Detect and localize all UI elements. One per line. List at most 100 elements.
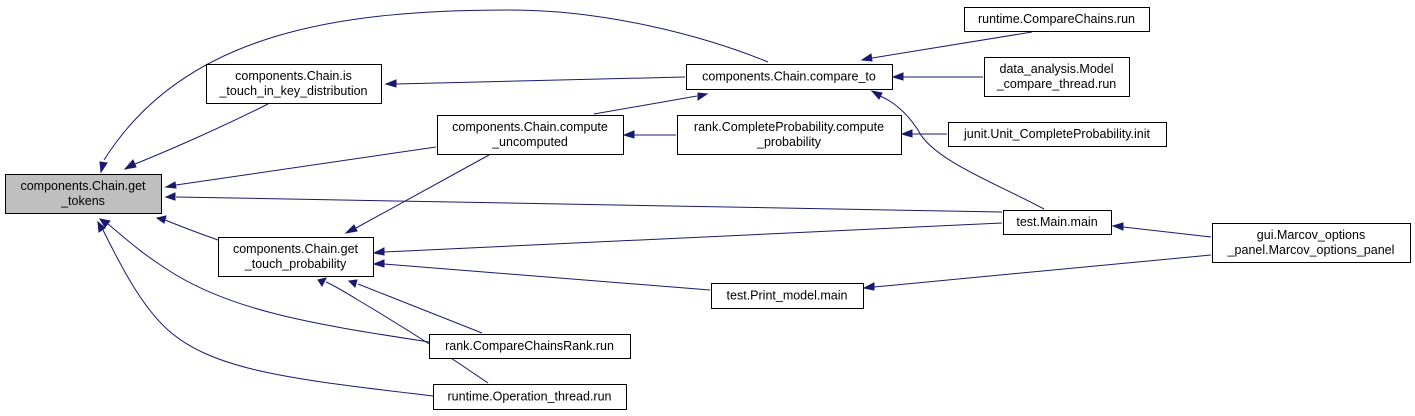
edge-rank_comparechainsrank-to-get_touch_probability — [347, 279, 483, 334]
node-compare-to[interactable]: components.Chain.compare_to — [686, 64, 893, 90]
node-box — [437, 115, 624, 155]
node-label-line: _uncomputed — [491, 135, 568, 149]
edge-compare_to-to-is_touch — [384, 76, 686, 88]
edge-test_main-to-get_touch_probability — [372, 222, 1003, 256]
edge-compute_uncomputed-to-get_tokens — [164, 146, 437, 189]
edge-rank_completeprobability-to-compute_uncomputed — [622, 130, 676, 139]
node-runtime-comparechains[interactable]: runtime.CompareChains.run — [964, 7, 1150, 32]
edge-is_touch-to-get_tokens — [123, 103, 269, 170]
node-label-line: _tokens — [60, 194, 105, 208]
node-get-touch-probability[interactable]: components.Chain.get_touch_probability — [218, 237, 374, 277]
edge-line — [134, 103, 269, 165]
edge-gui_marcov-to-test_print_model — [862, 254, 1212, 291]
node-label-line: junit.Unit_CompleteProbability.init — [963, 127, 1150, 141]
edge-rank_comparechainsrank-to-get_tokens — [98, 218, 430, 343]
node-is-touch[interactable]: components.Chain.is_touch_in_key_distrib… — [206, 64, 382, 104]
edge-data_analysis_model-to-compare_to — [891, 72, 983, 81]
node-label-line: _compare_thread.run — [996, 77, 1117, 91]
arrowhead-icon — [697, 92, 709, 101]
node-test-print-model[interactable]: test.Print_model.main — [711, 283, 864, 309]
node-junit-init[interactable]: junit.Unit_CompleteProbability.init — [948, 122, 1167, 147]
edge-line — [102, 229, 434, 397]
edge-test_print_model-to-get_touch_probability — [372, 259, 711, 291]
node-label-line: test.Print_model.main — [727, 289, 848, 303]
node-box — [206, 64, 382, 104]
arrowhead-icon — [347, 279, 358, 288]
node-label-line: components.Chain.compute — [452, 120, 608, 134]
edge-gui_marcov-to-test_main — [1111, 222, 1212, 238]
node-box — [1212, 223, 1411, 263]
node-test-main[interactable]: test.Main.main — [1003, 210, 1112, 235]
node-rank-completeprobability[interactable]: rank.CompleteProbability.compute_probabi… — [677, 115, 902, 155]
arrowhead-icon — [372, 259, 385, 268]
node-gui-marcov[interactable]: gui.Marcov_options_panel.Marcov_options_… — [1212, 223, 1411, 263]
node-label-line: components.Chain.compare_to — [702, 70, 876, 84]
edge-line — [164, 219, 219, 241]
arrowhead-icon — [97, 220, 106, 233]
node-label-line: _probability — [756, 135, 822, 149]
edge-runtime_operation_thread-to-get_tokens — [97, 220, 434, 397]
node-label-line: components.Chain.is — [235, 69, 352, 83]
edge-line — [383, 263, 711, 291]
node-runtime-operation-thread[interactable]: runtime.Operation_thread.run — [433, 384, 627, 410]
edge-line — [395, 76, 686, 85]
arrowhead-icon — [164, 192, 176, 201]
node-compute-uncomputed[interactable]: components.Chain.compute_uncomputed — [437, 115, 624, 155]
edge-line — [175, 196, 1003, 213]
edge-compare_to-to-get_tokens — [99, 9, 769, 174]
node-label-line: rank.CompleteProbability.compute — [694, 120, 884, 134]
node-box — [711, 283, 864, 309]
arrowhead-icon — [384, 79, 397, 88]
node-box — [218, 237, 374, 277]
edge-line — [107, 223, 430, 343]
node-label-line: _touch_probability — [244, 257, 347, 271]
node-data-analysis-model[interactable]: data_analysis.Model_compare_thread.run — [984, 57, 1130, 97]
edge-junit_init-to-rank_completeprobability — [900, 129, 947, 138]
node-label-line: runtime.CompareChains.run — [978, 12, 1135, 26]
edge-runtime_comparechains-to-compare_to — [860, 31, 1033, 62]
node-box — [5, 174, 162, 214]
node-box — [984, 57, 1130, 97]
node-box — [964, 7, 1150, 32]
arrowhead-icon — [123, 159, 137, 170]
node-box — [433, 384, 627, 410]
node-label-line: test.Main.main — [1016, 215, 1097, 229]
edges-layer — [97, 9, 1212, 397]
nodes-layer: components.Chain.get_tokenscomponents.Ch… — [5, 7, 1411, 410]
node-box — [1003, 210, 1112, 235]
edge-line — [325, 281, 489, 384]
arrowhead-icon — [164, 181, 177, 189]
arrowhead-icon — [862, 282, 875, 291]
node-rank-comparechainsrank[interactable]: rank.CompareChainsRank.run — [429, 334, 631, 359]
node-label-line: _touch_in_key_distribution — [218, 84, 367, 98]
edge-line — [357, 283, 483, 334]
node-label-line: components.Chain.get — [233, 242, 359, 256]
edge-line — [355, 154, 490, 229]
arrowhead-icon — [900, 129, 913, 138]
edge-test_main-to-compare_to — [870, 90, 1045, 210]
node-get-tokens[interactable]: components.Chain.get_tokens — [5, 174, 162, 214]
edge-line — [383, 222, 1003, 253]
edge-compute_uncomputed-to-compare_to — [593, 92, 709, 115]
node-box — [677, 115, 902, 155]
node-box — [686, 64, 893, 90]
edge-line — [593, 95, 698, 115]
arrowhead-icon — [1111, 222, 1124, 231]
edge-line — [871, 31, 1033, 59]
edge-line — [175, 146, 437, 186]
edge-get_touch_probability-to-get_tokens — [155, 215, 219, 241]
edge-line — [879, 95, 1045, 210]
arrowhead-icon — [99, 161, 108, 174]
edge-line — [103, 9, 769, 161]
arrowhead-icon — [98, 218, 111, 228]
node-label-line: _panel.Marcov_options_panel — [1227, 243, 1395, 257]
node-box — [948, 122, 1167, 147]
arrowhead-icon — [870, 90, 883, 100]
edge-test_main-to-get_tokens — [164, 192, 1003, 213]
arrowhead-icon — [622, 130, 635, 139]
node-label-line: rank.CompareChainsRank.run — [445, 339, 614, 353]
edge-line — [873, 254, 1212, 288]
node-label-line: components.Chain.get — [20, 179, 146, 193]
arrowhead-icon — [372, 247, 385, 256]
